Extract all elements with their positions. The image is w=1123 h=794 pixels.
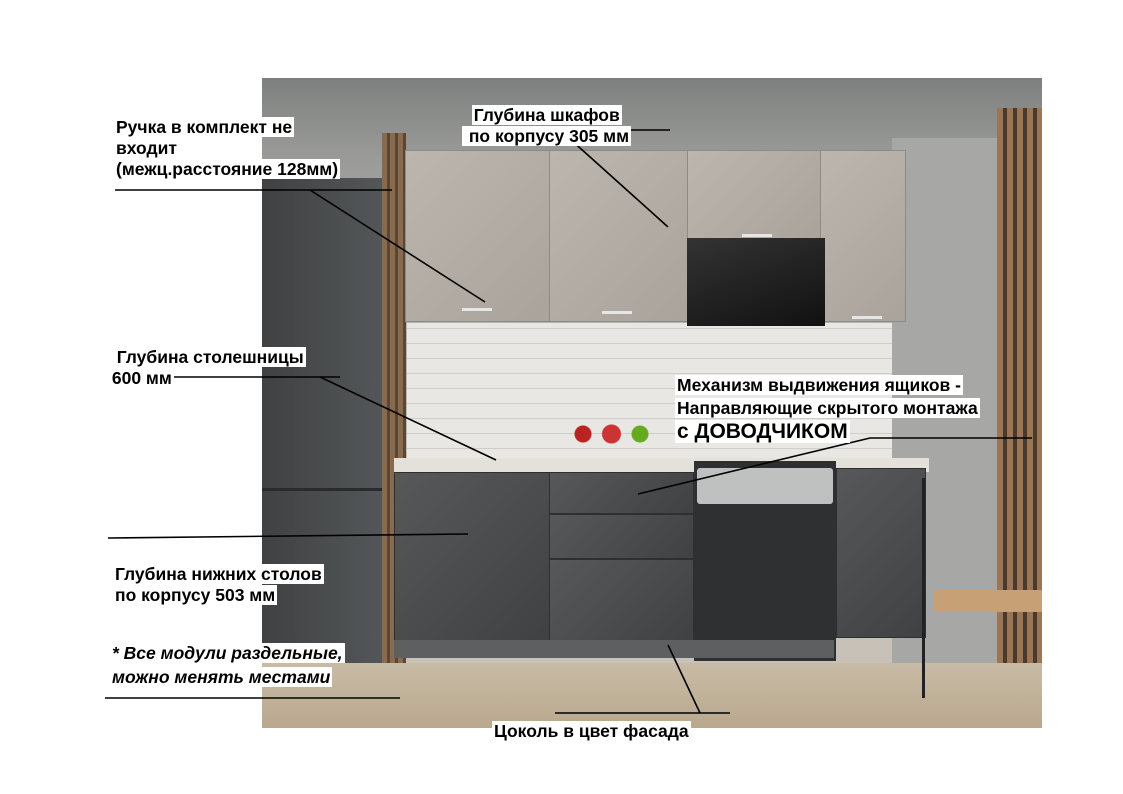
plinth-note: Цоколь в цвет фасада xyxy=(492,721,691,741)
drawer-mechanism-note: Механизм выдвижения ящиков - Направляющи… xyxy=(675,375,980,443)
upper-cabinet xyxy=(549,150,688,322)
cabinet-handle xyxy=(852,316,882,319)
floor xyxy=(262,663,1042,728)
fruit-bowl xyxy=(564,423,659,445)
cabinet-handle xyxy=(462,308,492,311)
upper-cabinet xyxy=(820,150,906,322)
drawer xyxy=(549,514,694,559)
fridge xyxy=(262,178,390,678)
handle-note: Ручка в комплект не входит (межц.расстоя… xyxy=(114,117,341,179)
cabinet-handle xyxy=(602,311,632,314)
upper-cabinet xyxy=(405,150,550,322)
bar-stool xyxy=(922,478,1042,698)
lower-cabinet xyxy=(836,468,926,638)
fridge-divider xyxy=(262,488,390,491)
lower-depth-note: Глубина нижних столов по корпусу 503 мм xyxy=(113,564,324,605)
countertop-depth-note: Глубина столешницы 600 мм xyxy=(105,347,306,388)
bar-stool-seat xyxy=(934,590,1042,612)
kitchen-photo xyxy=(262,78,1042,728)
cooker-hood xyxy=(687,238,825,326)
modules-note: * Все модули раздельные, можно менять ме… xyxy=(110,643,345,687)
lower-cabinet xyxy=(394,472,550,642)
cabinet-handle xyxy=(742,234,772,237)
upper-depth-note: Глубина шкафов по корпусу 305 мм xyxy=(462,105,632,146)
drawer xyxy=(549,472,694,514)
plinth xyxy=(394,640,834,658)
